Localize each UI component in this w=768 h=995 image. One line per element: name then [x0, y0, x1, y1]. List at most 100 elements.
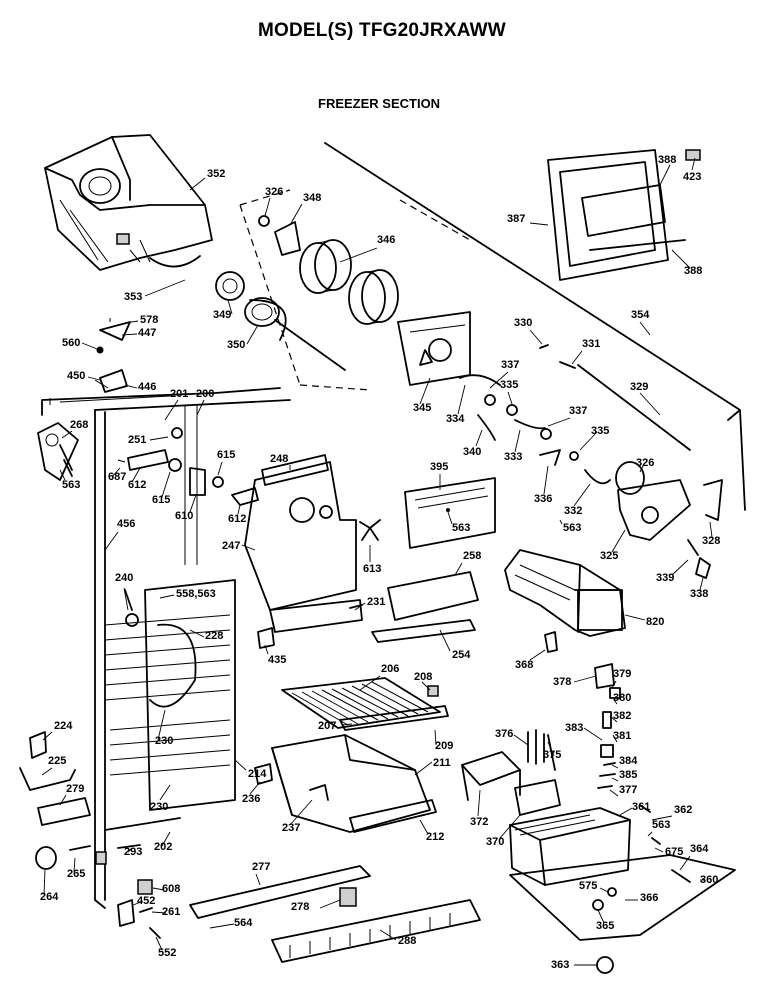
- part-label: 326: [636, 457, 654, 469]
- leader-line: [571, 350, 583, 365]
- leader-line: [241, 544, 256, 551]
- part-label: 352: [207, 168, 225, 180]
- leader-line: [87, 376, 101, 381]
- leader-line: [124, 320, 139, 324]
- part-label: 578: [140, 314, 158, 326]
- leader-line: [104, 531, 119, 551]
- leader-line: [529, 222, 549, 226]
- lower-left-fittings: [35, 844, 141, 870]
- drawer-rail-277: [189, 865, 371, 919]
- part-label: 560: [62, 337, 80, 349]
- part-label: 612: [228, 513, 246, 525]
- leader-line: [41, 767, 53, 776]
- leader-line: [699, 577, 704, 591]
- part-label: 388: [658, 154, 676, 166]
- part-label: 450: [67, 370, 85, 382]
- part-label: 209: [435, 740, 453, 752]
- leader-line: [73, 857, 76, 873]
- leader-line: [161, 471, 171, 498]
- motor-bracket-345: [397, 311, 471, 386]
- part-label: 278: [291, 901, 309, 913]
- part-label: 452: [137, 895, 155, 907]
- part-label: 211: [433, 757, 451, 769]
- leader-line: [579, 431, 598, 451]
- leader-line: [124, 384, 138, 389]
- leader-line: [289, 203, 303, 226]
- part-label: 293: [124, 846, 142, 858]
- leader-line: [131, 467, 141, 483]
- leader-line: [609, 789, 619, 797]
- wire-harness: [461, 729, 561, 816]
- part-label: 268: [70, 419, 88, 431]
- part-label: 360: [700, 874, 718, 886]
- leader-line: [157, 709, 166, 741]
- part-label: 615: [217, 449, 235, 461]
- part-label: 288: [398, 935, 416, 947]
- part-label: 385: [619, 769, 637, 781]
- control-brackets: [117, 427, 259, 506]
- small-clips: [257, 604, 363, 649]
- part-label: 340: [463, 446, 481, 458]
- part-label: 615: [152, 494, 170, 506]
- part-label: 395: [430, 461, 448, 473]
- leader-line: [159, 784, 171, 801]
- leader-line: [359, 675, 381, 691]
- leader-line: [151, 911, 167, 914]
- leader-line: [612, 734, 618, 743]
- part-label: 214: [248, 768, 267, 780]
- leader-line: [339, 247, 378, 263]
- part-label: 365: [596, 920, 614, 932]
- leader-line: [447, 511, 453, 525]
- evaporator-228: [104, 579, 236, 811]
- leader-line: [639, 321, 651, 336]
- part-label: 202: [154, 841, 172, 853]
- leader-line: [209, 923, 235, 929]
- part-label: 423: [683, 171, 701, 183]
- part-label: 383: [565, 722, 583, 734]
- part-label: 361: [632, 801, 650, 813]
- leader-line: [619, 807, 633, 816]
- part-label: 378: [553, 676, 571, 688]
- model-title: MODEL(S) TFG20JRXAWW: [258, 20, 506, 41]
- part-label: 376: [495, 728, 513, 740]
- leader-line: [654, 847, 664, 853]
- part-label: 446: [138, 381, 156, 393]
- part-label: 237: [282, 822, 300, 834]
- part-label: 200: [196, 388, 214, 400]
- part-label: 225: [48, 755, 66, 767]
- leader-line: [237, 504, 241, 515]
- part-label: 380: [613, 692, 631, 704]
- part-label: 231: [367, 596, 385, 608]
- auger-assembly: [215, 215, 399, 371]
- part-label: 248: [270, 453, 288, 465]
- part-label: 264: [40, 891, 59, 903]
- part-label: 258: [463, 550, 481, 562]
- leader-line: [155, 936, 163, 951]
- part-label: 353: [124, 291, 142, 303]
- part-label: 364: [690, 843, 709, 855]
- leader-line: [189, 177, 206, 191]
- part-label: 612: [128, 479, 146, 491]
- part-label: 330: [514, 317, 532, 329]
- leader-line: [127, 847, 133, 853]
- leader-line: [289, 799, 313, 826]
- part-label: 377: [619, 784, 637, 796]
- part-label: 575: [579, 880, 597, 892]
- part-label: 334: [446, 413, 465, 425]
- leader-line: [529, 329, 543, 345]
- leader-line: [249, 781, 261, 795]
- leader-line: [59, 469, 66, 481]
- part-label: 563: [452, 522, 470, 534]
- part-label: 375: [543, 749, 561, 761]
- leader-line: [132, 901, 142, 906]
- part-label: 563: [62, 479, 80, 491]
- part-label: 381: [613, 730, 631, 742]
- part-label: 687: [108, 471, 126, 483]
- leader-line: [234, 759, 247, 771]
- part-label: 563: [563, 522, 581, 534]
- leader-line: [264, 644, 269, 655]
- leader-line: [61, 430, 73, 439]
- leader-line: [611, 764, 619, 769]
- ice-bucket-352: [44, 134, 213, 271]
- leader-line: [583, 727, 603, 741]
